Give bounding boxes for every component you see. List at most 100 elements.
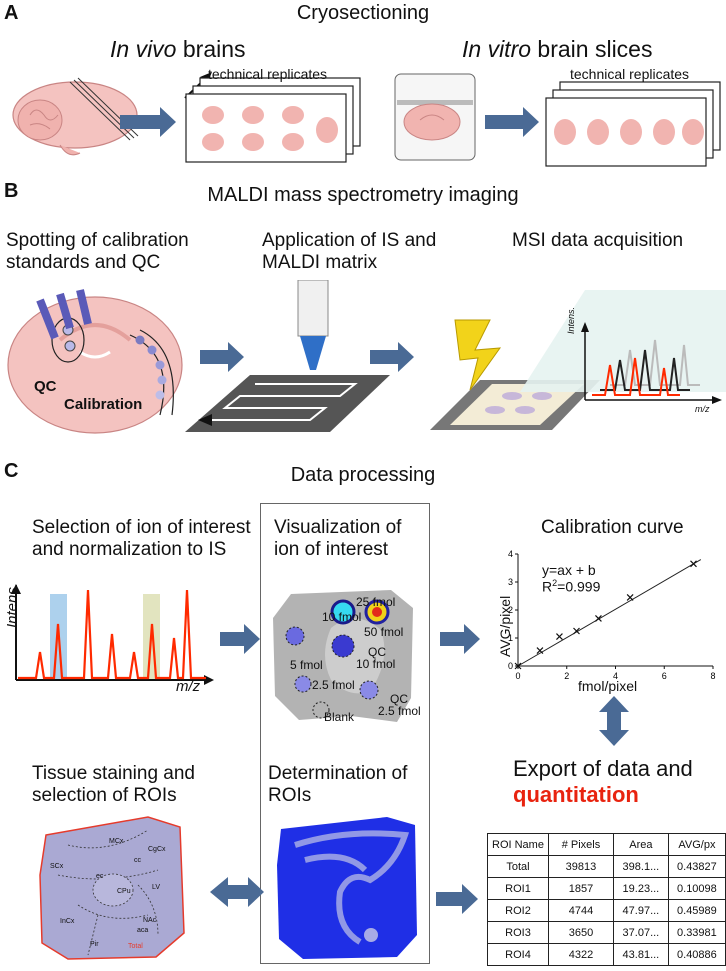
- roi-table-header: ROI Name # Pixels Area AVG/px: [487, 833, 726, 856]
- selection-spectrum: [11, 584, 214, 685]
- label-mcx: MCx: [109, 838, 124, 845]
- step-quantitation: quantitation: [513, 782, 639, 807]
- qc-label: QC: [34, 378, 57, 395]
- x-tick-label: 2: [564, 671, 569, 681]
- data-point: [690, 560, 697, 568]
- fit-r2: R2=0.999: [542, 578, 601, 595]
- arrow-a2: [485, 107, 539, 137]
- label-scx: SCx: [50, 863, 64, 870]
- slides-right: [545, 81, 721, 167]
- y-tick-label: 0: [508, 661, 513, 671]
- inset-mz-label: m/z: [695, 404, 710, 414]
- col-roi-name: ROI Name: [487, 833, 549, 856]
- step-calibration: Calibration curve: [541, 517, 684, 538]
- arrow-c3: [210, 877, 264, 907]
- table-cell: 19.23...: [612, 877, 669, 900]
- data-point: [595, 614, 602, 622]
- data-point: [536, 647, 544, 655]
- panel-b-title: MALDI mass spectrometry imaging: [207, 184, 519, 206]
- step-rois: Determination of ROIs: [268, 763, 408, 806]
- panel-a-letter: A: [4, 2, 19, 24]
- replicates-label-right: technical replicates: [570, 66, 690, 82]
- arrow-a1: [120, 107, 176, 137]
- slides-left: [185, 77, 361, 163]
- panel-b-graphics: [7, 280, 726, 434]
- label-aca: aca: [137, 927, 149, 934]
- spot-25fmol: 25 fmol: [356, 595, 396, 609]
- step-application: Application of IS and MALDI matrix: [262, 230, 437, 273]
- panel-c-letter: C: [4, 460, 19, 482]
- y-tick-label: 2: [508, 605, 513, 615]
- table-cell: 0.45989: [667, 899, 726, 922]
- panel-b-letter: B: [4, 180, 19, 202]
- in-vitro-block: [394, 73, 476, 161]
- cal-xlabel: fmol/pixel: [578, 678, 638, 694]
- data-point: [514, 662, 522, 670]
- x-tick-label: 6: [662, 671, 667, 681]
- spot-blank: Blank: [324, 710, 355, 724]
- label-incx: InCx: [60, 918, 75, 925]
- table-cell: 43.81...: [612, 943, 669, 966]
- col-avg: AVG/px: [667, 833, 726, 856]
- col-pixels: # Pixels: [547, 833, 614, 856]
- in-vitro-heading: In vitro brain slices: [462, 36, 653, 62]
- y-tick-label: 4: [508, 549, 513, 559]
- table-cell: 37.07...: [612, 921, 669, 944]
- table-cell: 1857: [547, 877, 614, 900]
- cal-ylabel: AVG/pixel: [497, 595, 513, 657]
- table-cell: 4744: [547, 899, 614, 922]
- visualization-tissue: [273, 590, 413, 722]
- step-staining: Tissue staining and selection of ROIs: [32, 763, 196, 806]
- table-cell: 0.33981: [667, 921, 726, 944]
- arrow-b2: [370, 342, 414, 372]
- table-cell: 47.97...: [612, 899, 669, 922]
- in-vivo-heading: In vivo brains: [110, 36, 246, 62]
- inset-spectrum: [581, 322, 722, 404]
- table-cell: 0.43827: [667, 855, 726, 878]
- selection-mz-label: m/z: [176, 678, 201, 695]
- arrow-c5: [599, 696, 629, 746]
- y-tick-label: 1: [508, 633, 513, 643]
- step-acquisition: MSI data acquisition: [512, 230, 684, 251]
- calibration-label: Calibration: [64, 396, 143, 413]
- arrow-c4: [436, 884, 478, 914]
- label-cgcx: CgCx: [148, 846, 166, 853]
- x-tick-label: 4: [613, 671, 618, 681]
- stained-tissue: [39, 816, 185, 960]
- table-cell: ROI2: [487, 899, 549, 922]
- data-point: [573, 627, 580, 635]
- table-cell: 0.10098: [667, 877, 726, 900]
- spot-5fmol: 5 fmol: [290, 658, 323, 672]
- spot-qc2-a: QC: [390, 692, 408, 706]
- table-cell: 0.40886: [667, 943, 726, 966]
- arrow-c2: [440, 624, 480, 654]
- fit-line: [517, 559, 702, 667]
- label-cpu: CPu: [117, 888, 131, 895]
- label-ec: ec: [96, 873, 104, 880]
- spot-2-5fmol: 2.5 fmol: [312, 678, 355, 692]
- arrow-c1: [220, 624, 260, 654]
- panel-a-title: Cryosectioning: [296, 2, 430, 24]
- panel-c-title: Data processing: [290, 464, 436, 486]
- spot-qc10-b: 10 fmol: [356, 657, 396, 671]
- table-cell: ROI1: [487, 877, 549, 900]
- replicates-label-left: technical replicates: [208, 66, 328, 82]
- label-lv: LV: [152, 884, 161, 891]
- col-area: Area: [612, 833, 669, 856]
- step-visualization: Visualization of ion of interest: [274, 517, 402, 560]
- table-cell: 39813: [547, 855, 614, 878]
- data-point: [556, 633, 563, 641]
- label-pir: Pir: [90, 941, 99, 948]
- central-box: [260, 503, 430, 964]
- table-cell: ROI4: [487, 943, 549, 966]
- table-cell: ROI3: [487, 921, 549, 944]
- arrow-b1: [200, 342, 244, 372]
- spot-50fmol: 50 fmol: [364, 625, 404, 639]
- spot-qc10-a: QC: [368, 645, 386, 659]
